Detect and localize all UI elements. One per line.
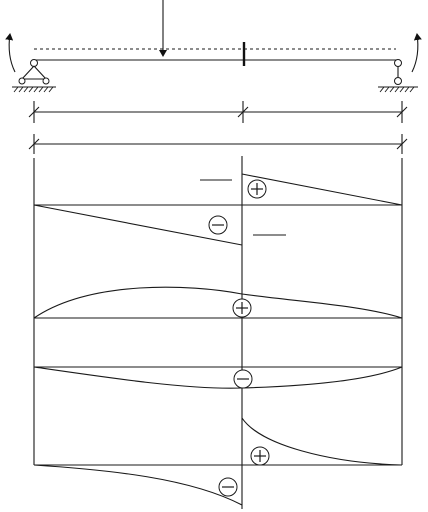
diagram-2 — [33, 286, 403, 319]
dimension-lines — [28, 101, 408, 154]
minus-sign-icon — [233, 369, 253, 389]
minus-sign-icon — [208, 215, 228, 235]
beam-system — [5, 0, 422, 93]
diagram-4 — [33, 417, 403, 506]
moment-arrow-icon — [5, 33, 16, 73]
diagram-3 — [33, 366, 403, 389]
minus-sign-icon — [218, 477, 238, 497]
diagram-guides — [33, 156, 403, 509]
pinned-support-icon — [18, 59, 50, 85]
plus-sign-icon — [247, 179, 267, 199]
roller-support-icon — [394, 59, 402, 85]
moment-arrow-icon — [411, 33, 422, 73]
hatched-ground-icon — [378, 86, 418, 93]
plus-sign-icon — [232, 298, 252, 318]
plus-sign-icon — [250, 446, 270, 466]
hatched-ground-icon — [12, 86, 56, 93]
diagram-1 — [33, 173, 403, 246]
